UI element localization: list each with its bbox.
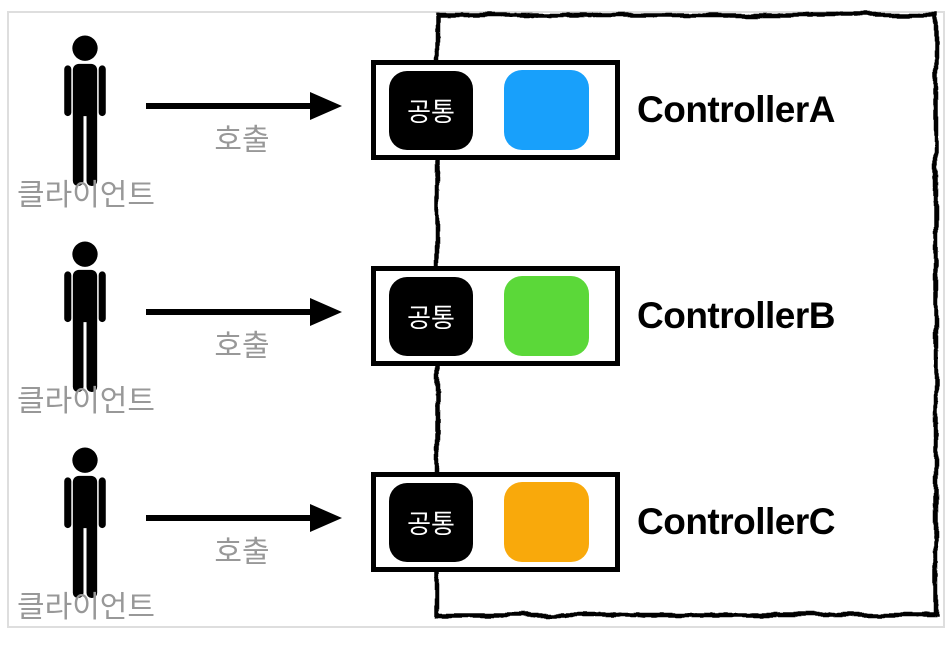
common-module-label: 공통 bbox=[407, 96, 455, 127]
controller-box-a: 공통 bbox=[371, 60, 620, 160]
common-module-label: 공통 bbox=[407, 302, 455, 333]
client-label: 클라이언트 bbox=[17, 591, 155, 624]
call-label: 호출 bbox=[214, 330, 270, 363]
controller-box-b: 공통 bbox=[371, 266, 620, 366]
call-label: 호출 bbox=[214, 536, 270, 569]
common-module-box: 공통 bbox=[389, 276, 473, 356]
controller-label-b: ControllerB bbox=[637, 295, 836, 336]
controller-logic-box bbox=[504, 276, 589, 356]
controller-label-a: ControllerA bbox=[637, 89, 836, 130]
client-label: 클라이언트 bbox=[17, 179, 155, 212]
common-module-label: 공통 bbox=[407, 508, 455, 539]
controller-box-c: 공통 bbox=[371, 472, 620, 572]
common-module-box: 공통 bbox=[389, 70, 473, 150]
call-arrow-icon bbox=[146, 298, 342, 326]
client-person-icon bbox=[64, 447, 106, 598]
call-arrow-icon bbox=[146, 92, 342, 120]
controller-logic-box bbox=[504, 70, 589, 150]
common-module-box: 공통 bbox=[389, 482, 473, 562]
client-person-icon bbox=[64, 241, 106, 392]
controller-label-c: ControllerC bbox=[637, 501, 836, 542]
controller-logic-box bbox=[504, 482, 589, 562]
client-label: 클라이언트 bbox=[17, 385, 155, 418]
call-arrow-icon bbox=[146, 504, 342, 532]
call-label: 호출 bbox=[214, 124, 270, 157]
client-person-icon bbox=[64, 35, 106, 186]
slide-frame bbox=[7, 11, 945, 628]
